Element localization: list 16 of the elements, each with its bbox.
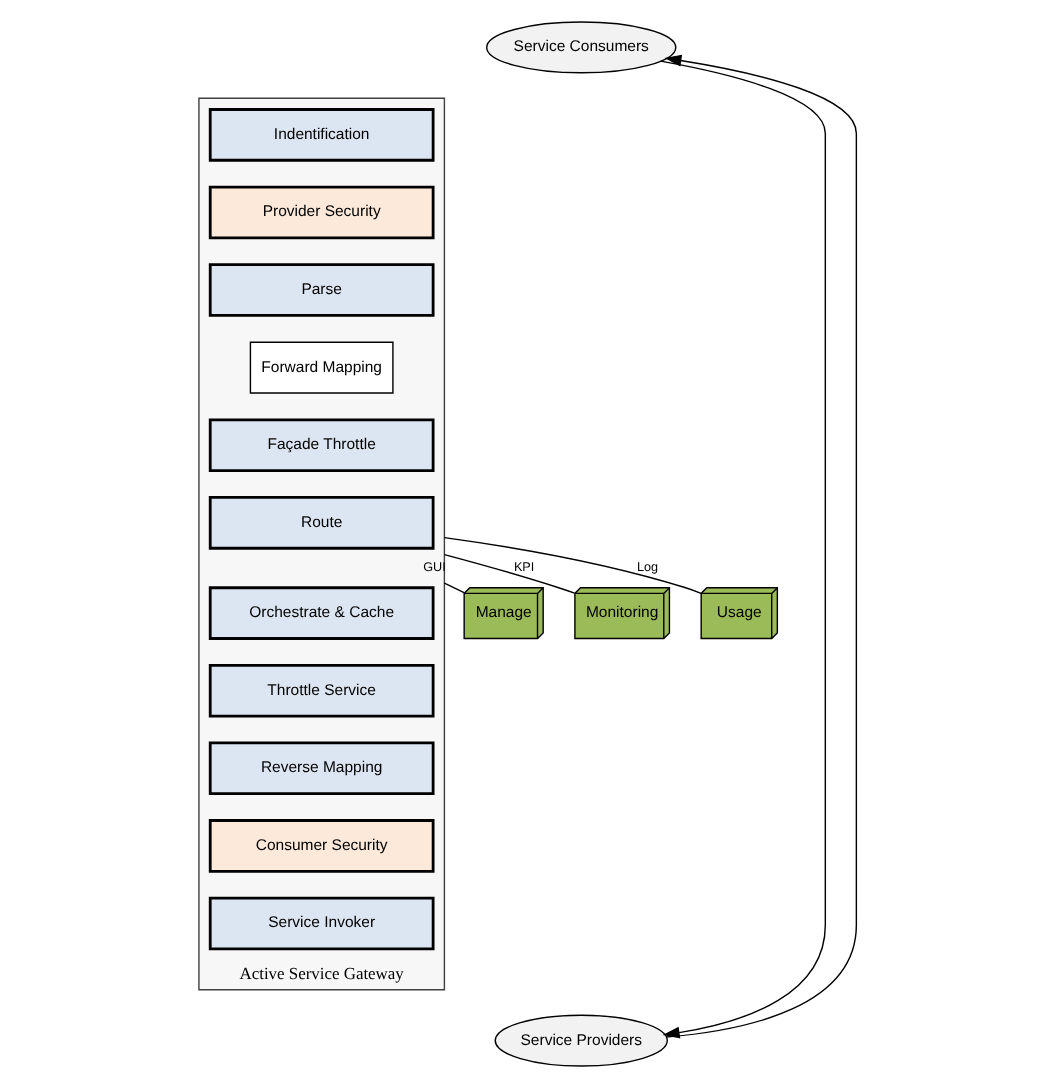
node-box: Throttle Service <box>208 663 435 718</box>
node-box: Orchestrate & Cache <box>208 586 435 640</box>
connector <box>443 582 465 594</box>
connector <box>443 536 702 594</box>
node-ellipse: Service Consumers <box>486 21 677 74</box>
connector <box>443 553 576 594</box>
node-ellipse: Service Providers <box>494 1014 668 1067</box>
node-box: Forward Mapping <box>249 341 394 394</box>
node-box: Parse <box>208 263 435 317</box>
node-box: Provider Security <box>208 185 435 240</box>
node-box: Service Invoker <box>208 896 435 951</box>
node-box: Façade Throttle <box>208 418 435 473</box>
node-box: Indentification <box>208 108 435 162</box>
node-box: Consumer Security <box>208 819 435 873</box>
node-box: Reverse Mapping <box>208 741 435 796</box>
node-box: Route <box>208 496 435 550</box>
